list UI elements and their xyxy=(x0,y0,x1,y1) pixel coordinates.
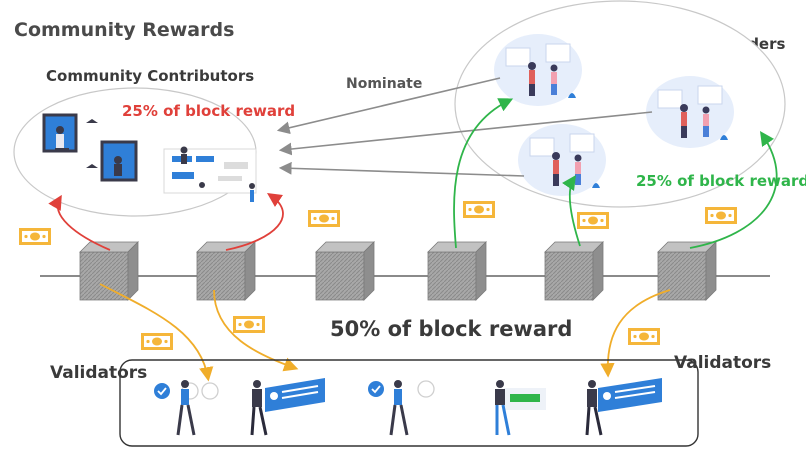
holder-reward-arrow xyxy=(689,131,778,249)
contributor-person-illustration xyxy=(42,113,98,153)
validator-person-illustration xyxy=(154,380,219,436)
validator-person-illustration xyxy=(250,378,325,436)
contributor-reward-arrow xyxy=(48,194,111,251)
validators-label-left: Validators xyxy=(50,363,147,383)
block-cube-icon xyxy=(544,241,604,301)
validators-reward-label: 50% of block reward xyxy=(330,317,572,341)
block-cube-icon xyxy=(79,241,139,301)
contributors-reward-label: 25% of block reward xyxy=(122,102,295,120)
validators-group xyxy=(119,359,699,447)
contributor-person-illustration xyxy=(86,140,138,182)
contributor-chat-illustration xyxy=(163,146,257,202)
money-bill-icon xyxy=(308,210,340,227)
holder-reward-arrow xyxy=(562,175,581,247)
block-cube-icon xyxy=(315,241,375,301)
validator-reward-arrow xyxy=(99,283,214,382)
contributors-heading: Community Contributors xyxy=(46,67,254,85)
money-bill-icon xyxy=(463,201,495,218)
validator-person-illustration xyxy=(585,378,662,436)
validator-reward-arrow xyxy=(600,289,671,378)
validator-reward-arrow xyxy=(213,289,299,372)
block-cube-icon xyxy=(196,241,256,301)
validator-person-illustration xyxy=(495,380,546,436)
contributor-reward-arrow xyxy=(225,193,284,251)
diagram-title: Community Rewards xyxy=(14,19,234,41)
nominate-label: Nominate xyxy=(346,76,422,92)
validator-person-illustration xyxy=(368,380,435,436)
money-bill-icon xyxy=(19,228,51,245)
money-bill-icon xyxy=(705,207,737,224)
nominate-arrow xyxy=(278,161,525,177)
holder-reward-arrow xyxy=(453,98,514,249)
money-bill-icon xyxy=(577,212,609,229)
money-bill-icon xyxy=(628,328,660,345)
holders-reward-label: 25% of block reward xyxy=(636,172,806,190)
block-cube-icon xyxy=(427,241,487,301)
token-holder-illustration xyxy=(493,33,583,107)
money-bill-icon xyxy=(141,333,173,350)
nominate-arrow xyxy=(278,111,653,156)
validators-label-right: Validators xyxy=(674,353,771,373)
nominate-arrow xyxy=(276,77,501,135)
token-holder-illustration xyxy=(645,75,735,149)
money-bill-icon xyxy=(233,316,265,333)
token-holder-illustration xyxy=(517,123,607,197)
